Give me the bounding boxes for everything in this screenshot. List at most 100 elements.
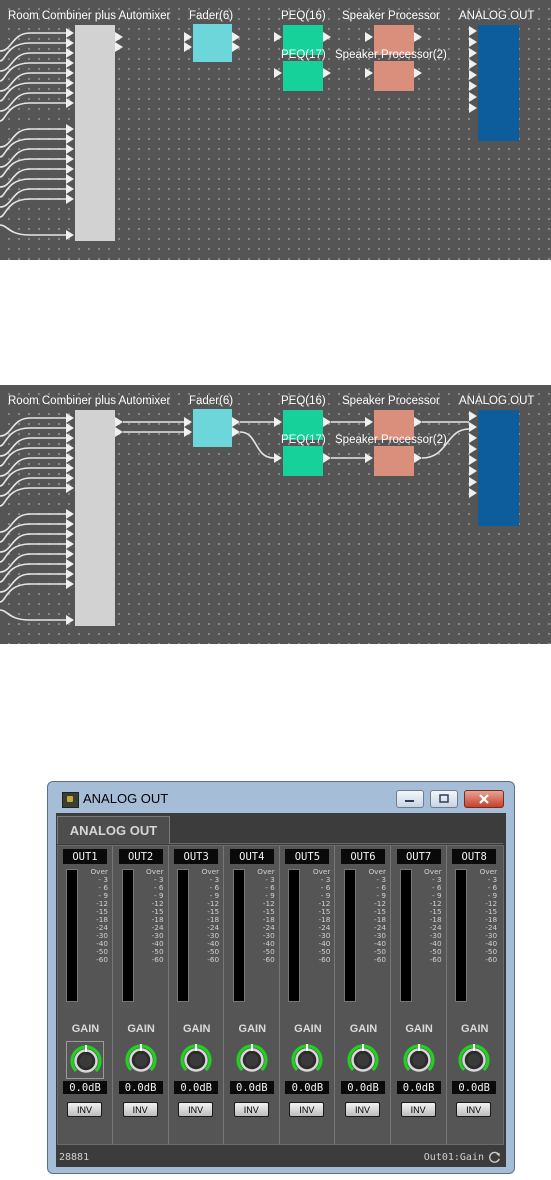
close-button[interactable] <box>464 790 504 808</box>
input-port[interactable] <box>469 444 477 454</box>
speaker-processor-block[interactable] <box>374 410 414 440</box>
tab-analog-out[interactable]: ANALOG OUT <box>57 816 170 844</box>
analog-out-block[interactable] <box>478 25 519 141</box>
input-port[interactable] <box>469 37 477 47</box>
input-port[interactable] <box>66 124 74 134</box>
wire[interactable] <box>0 168 67 188</box>
wire[interactable] <box>0 62 67 82</box>
wire[interactable] <box>0 198 67 218</box>
wire[interactable] <box>0 148 67 168</box>
peq-16-block[interactable] <box>283 410 323 440</box>
gain-knob[interactable] <box>122 1041 160 1079</box>
peq-17-block[interactable] <box>283 446 323 476</box>
gain-knob[interactable] <box>233 1041 271 1079</box>
wire[interactable] <box>0 72 67 92</box>
output-port[interactable] <box>414 68 422 78</box>
inv-button[interactable]: INV <box>400 1102 436 1117</box>
wire[interactable] <box>0 158 67 178</box>
input-port[interactable] <box>184 32 192 42</box>
wire[interactable] <box>0 573 67 593</box>
input-port[interactable] <box>66 88 74 98</box>
wire[interactable] <box>0 82 67 102</box>
input-port[interactable] <box>66 78 74 88</box>
input-port[interactable] <box>66 164 74 174</box>
input-port[interactable] <box>184 42 192 52</box>
input-port[interactable] <box>66 194 74 204</box>
wire[interactable] <box>0 563 67 583</box>
maximize-button[interactable] <box>430 790 458 808</box>
wire[interactable] <box>0 102 67 122</box>
wire[interactable] <box>0 128 67 148</box>
wire[interactable] <box>0 32 67 52</box>
analog-out-block[interactable] <box>478 410 519 526</box>
input-port[interactable] <box>365 68 373 78</box>
wire[interactable] <box>0 224 67 236</box>
design-canvas-connected[interactable]: Room Combiner plus Automixer Fader(6) PE… <box>0 385 551 644</box>
inv-button[interactable]: INV <box>178 1102 214 1117</box>
gain-value[interactable]: 0.0dB <box>229 1081 274 1094</box>
wire[interactable] <box>0 553 67 573</box>
input-port[interactable] <box>469 455 477 465</box>
input-port[interactable] <box>66 230 74 240</box>
output-port[interactable] <box>414 453 422 463</box>
input-port[interactable] <box>469 92 477 102</box>
input-port[interactable] <box>66 68 74 78</box>
input-port[interactable] <box>469 103 477 113</box>
input-port[interactable] <box>274 68 282 78</box>
peq-17-block[interactable] <box>283 61 323 91</box>
gain-value[interactable]: 0.0dB <box>396 1081 441 1094</box>
input-port[interactable] <box>66 483 74 493</box>
input-port[interactable] <box>66 38 74 48</box>
wire[interactable] <box>0 609 67 621</box>
gain-knob[interactable] <box>400 1041 438 1079</box>
output-port[interactable] <box>232 32 240 42</box>
input-port[interactable] <box>365 32 373 42</box>
output-port[interactable] <box>323 453 331 463</box>
peq-16-block[interactable] <box>283 25 323 55</box>
input-port[interactable] <box>66 423 74 433</box>
output-port[interactable] <box>115 427 123 437</box>
gain-value[interactable]: 0.0dB <box>341 1081 385 1094</box>
input-port[interactable] <box>469 26 477 36</box>
input-port[interactable] <box>469 488 477 498</box>
output-port[interactable] <box>115 42 123 52</box>
input-port[interactable] <box>66 529 74 539</box>
inv-button[interactable]: INV <box>67 1102 102 1117</box>
wire[interactable] <box>0 467 67 487</box>
inv-button[interactable]: INV <box>233 1102 269 1117</box>
wire[interactable] <box>0 447 67 467</box>
speaker-processor-2-block[interactable] <box>374 446 414 476</box>
minimize-button[interactable] <box>396 790 424 808</box>
input-port[interactable] <box>66 549 74 559</box>
input-port[interactable] <box>66 539 74 549</box>
design-canvas-unconnected[interactable]: Room Combiner plus Automixer Fader(6) PE… <box>0 0 551 260</box>
input-port[interactable] <box>184 427 192 437</box>
wire[interactable] <box>0 543 67 563</box>
fader-block[interactable] <box>193 409 232 447</box>
wire[interactable] <box>0 523 67 543</box>
gain-value[interactable]: 0.0dB <box>285 1081 330 1094</box>
gain-knob[interactable] <box>455 1041 493 1079</box>
input-port[interactable] <box>66 154 74 164</box>
input-port[interactable] <box>66 134 74 144</box>
wire[interactable] <box>0 487 67 507</box>
room-combiner-block[interactable] <box>75 410 115 626</box>
wire[interactable] <box>0 42 67 62</box>
input-port[interactable] <box>66 144 74 154</box>
refresh-icon[interactable] <box>487 1150 502 1165</box>
input-port[interactable] <box>274 417 282 427</box>
input-port[interactable] <box>66 433 74 443</box>
fader-block[interactable] <box>193 24 232 62</box>
wire[interactable] <box>0 583 67 603</box>
title-bar[interactable]: ANALOG OUT <box>48 782 514 812</box>
gain-knob[interactable] <box>66 1041 104 1079</box>
wire[interactable] <box>0 457 67 477</box>
wire[interactable] <box>0 417 67 437</box>
input-port[interactable] <box>274 32 282 42</box>
speaker-processor-2-block[interactable] <box>374 61 414 91</box>
input-port[interactable] <box>469 433 477 443</box>
inv-button[interactable]: INV <box>345 1102 380 1117</box>
speaker-processor-block[interactable] <box>374 25 414 55</box>
gain-knob[interactable] <box>344 1041 382 1079</box>
input-port[interactable] <box>184 417 192 427</box>
